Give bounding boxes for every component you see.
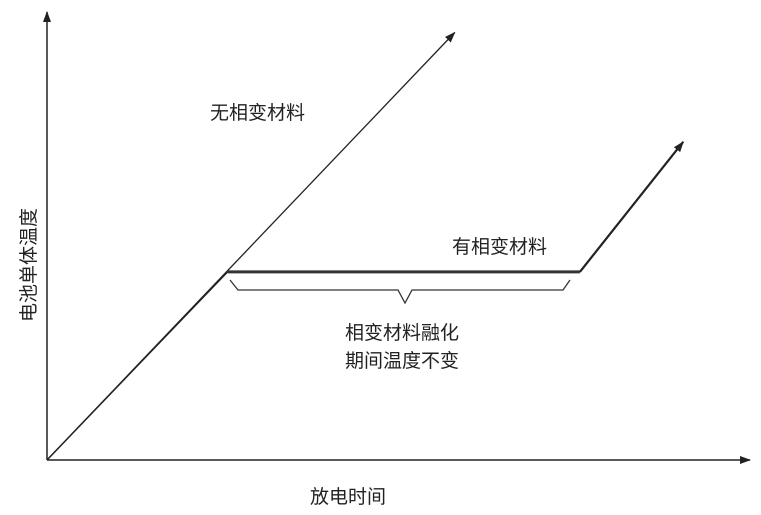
series-2-segment-3 [579,141,685,273]
annotation-line2: 期间温度不变 [345,350,460,372]
x-axis-label: 放电时间 [310,486,387,508]
series-2-segment-1 [46,271,229,461]
series-label-no-pcm: 无相变材料 [210,102,306,124]
annotation-line1: 相变材料融化 [345,322,460,344]
y-axis-label: 电池单体温度 [18,207,40,322]
series-label-with-pcm: 有相变材料 [452,236,548,258]
plateau-brace [229,279,571,305]
